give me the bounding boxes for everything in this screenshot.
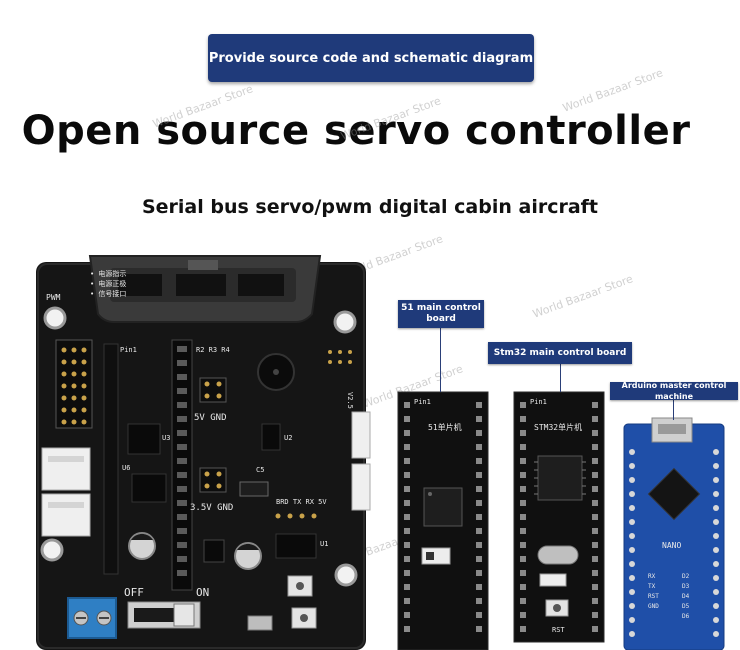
board51-chip-label: 51单片机: [428, 422, 462, 432]
board51-pin1: Pin1: [414, 398, 431, 406]
ic-u2-label: U2: [284, 434, 292, 442]
nano-pin-label: RST: [648, 593, 659, 600]
ic-u1-label: U1: [320, 540, 328, 548]
callout-line: [560, 362, 561, 392]
bus-connectors: [41, 447, 91, 537]
board-51: Pin1 51单片机: [397, 391, 489, 650]
power-headers: [199, 377, 227, 493]
ps2-connector: [88, 255, 322, 323]
servo-headers: [55, 339, 93, 429]
callout-arduino-text: Arduino master control machine: [621, 381, 727, 401]
power-33v-label: 3.5V GND: [190, 503, 233, 513]
ic-u3: [127, 423, 161, 455]
nano-label: NANO: [662, 541, 681, 550]
nano-pin-label: RX: [648, 573, 656, 580]
callout-line: [440, 326, 441, 392]
headline-title: Open source servo controller: [21, 108, 691, 154]
pwm-label: PWM: [46, 293, 61, 302]
svg-text:• 电源正极: • 电源正极: [90, 279, 126, 288]
resistor-label: R2 R3 R4: [196, 346, 230, 354]
micro-usb-port: [247, 615, 273, 631]
promo-banner: Provide source code and schematic diagra…: [208, 34, 534, 82]
ic-u1: [275, 533, 317, 559]
power-5v-label: 5V GND: [194, 413, 227, 423]
switch-on-label: ON: [196, 586, 209, 599]
capacitors: [128, 532, 262, 570]
nano-pin-label: D5: [682, 603, 690, 610]
callout-stm32-board: Stm32 main control board: [488, 342, 632, 364]
mcu-socket-header: [103, 339, 193, 591]
callout-stm32-text: Stm32 main control board: [493, 347, 627, 358]
nano-pin-label: D4: [682, 593, 690, 600]
main-board: • 电源指示 • 电源正极 • 信号接口 PWM: [36, 255, 371, 650]
nano-pin-label: GND: [648, 603, 659, 610]
nano-pin-label: D6: [682, 613, 690, 620]
callout-arduino-board: Arduino master control machine: [610, 381, 738, 401]
ic-u6: [131, 473, 167, 503]
ic-u6-label: U6: [122, 464, 130, 472]
stm32-chip-label: STM32单片机: [534, 422, 582, 432]
callout-line: [673, 400, 674, 420]
main-pin1-label: Pin1: [120, 346, 137, 354]
power-switch[interactable]: [127, 601, 201, 629]
stm32-pin1: Pin1: [530, 398, 547, 406]
terminal-block: [67, 597, 117, 639]
stm32-mcu: [537, 455, 583, 501]
board-stm32: Pin1 STM32单片机 RST: [513, 391, 605, 643]
nano-pin-label: D2: [682, 573, 690, 580]
version-label: V2.5: [346, 392, 354, 409]
cap-c5-label: C5: [256, 466, 264, 474]
nano-mcu: [647, 467, 701, 521]
stm32-rst-label: RST: [552, 626, 565, 634]
svg-text:• 电源指示: • 电源指示: [90, 269, 126, 278]
switch-off-label: OFF: [124, 586, 144, 599]
callout-51-board: 51 main control board: [398, 300, 484, 328]
headline-subtitle: Serial bus servo/pwm digital cabin aircr…: [141, 196, 599, 218]
nano-pin-label: D3: [682, 583, 690, 590]
serial-label: BRD TX RX 5V: [276, 498, 327, 506]
ic-u3-label: U3: [162, 434, 170, 442]
nano-pin-label: TX: [648, 583, 656, 590]
crystal: [537, 545, 579, 565]
ic-u2: [261, 423, 281, 451]
svg-text:• 信号接口: • 信号接口: [90, 289, 126, 298]
banner-text: Provide source code and schematic diagra…: [208, 50, 534, 66]
board-nano: NANO RX TX RST GND D2 D3 D4 D5 D6: [623, 417, 725, 650]
callout-51-text: 51 main control board: [401, 303, 481, 324]
